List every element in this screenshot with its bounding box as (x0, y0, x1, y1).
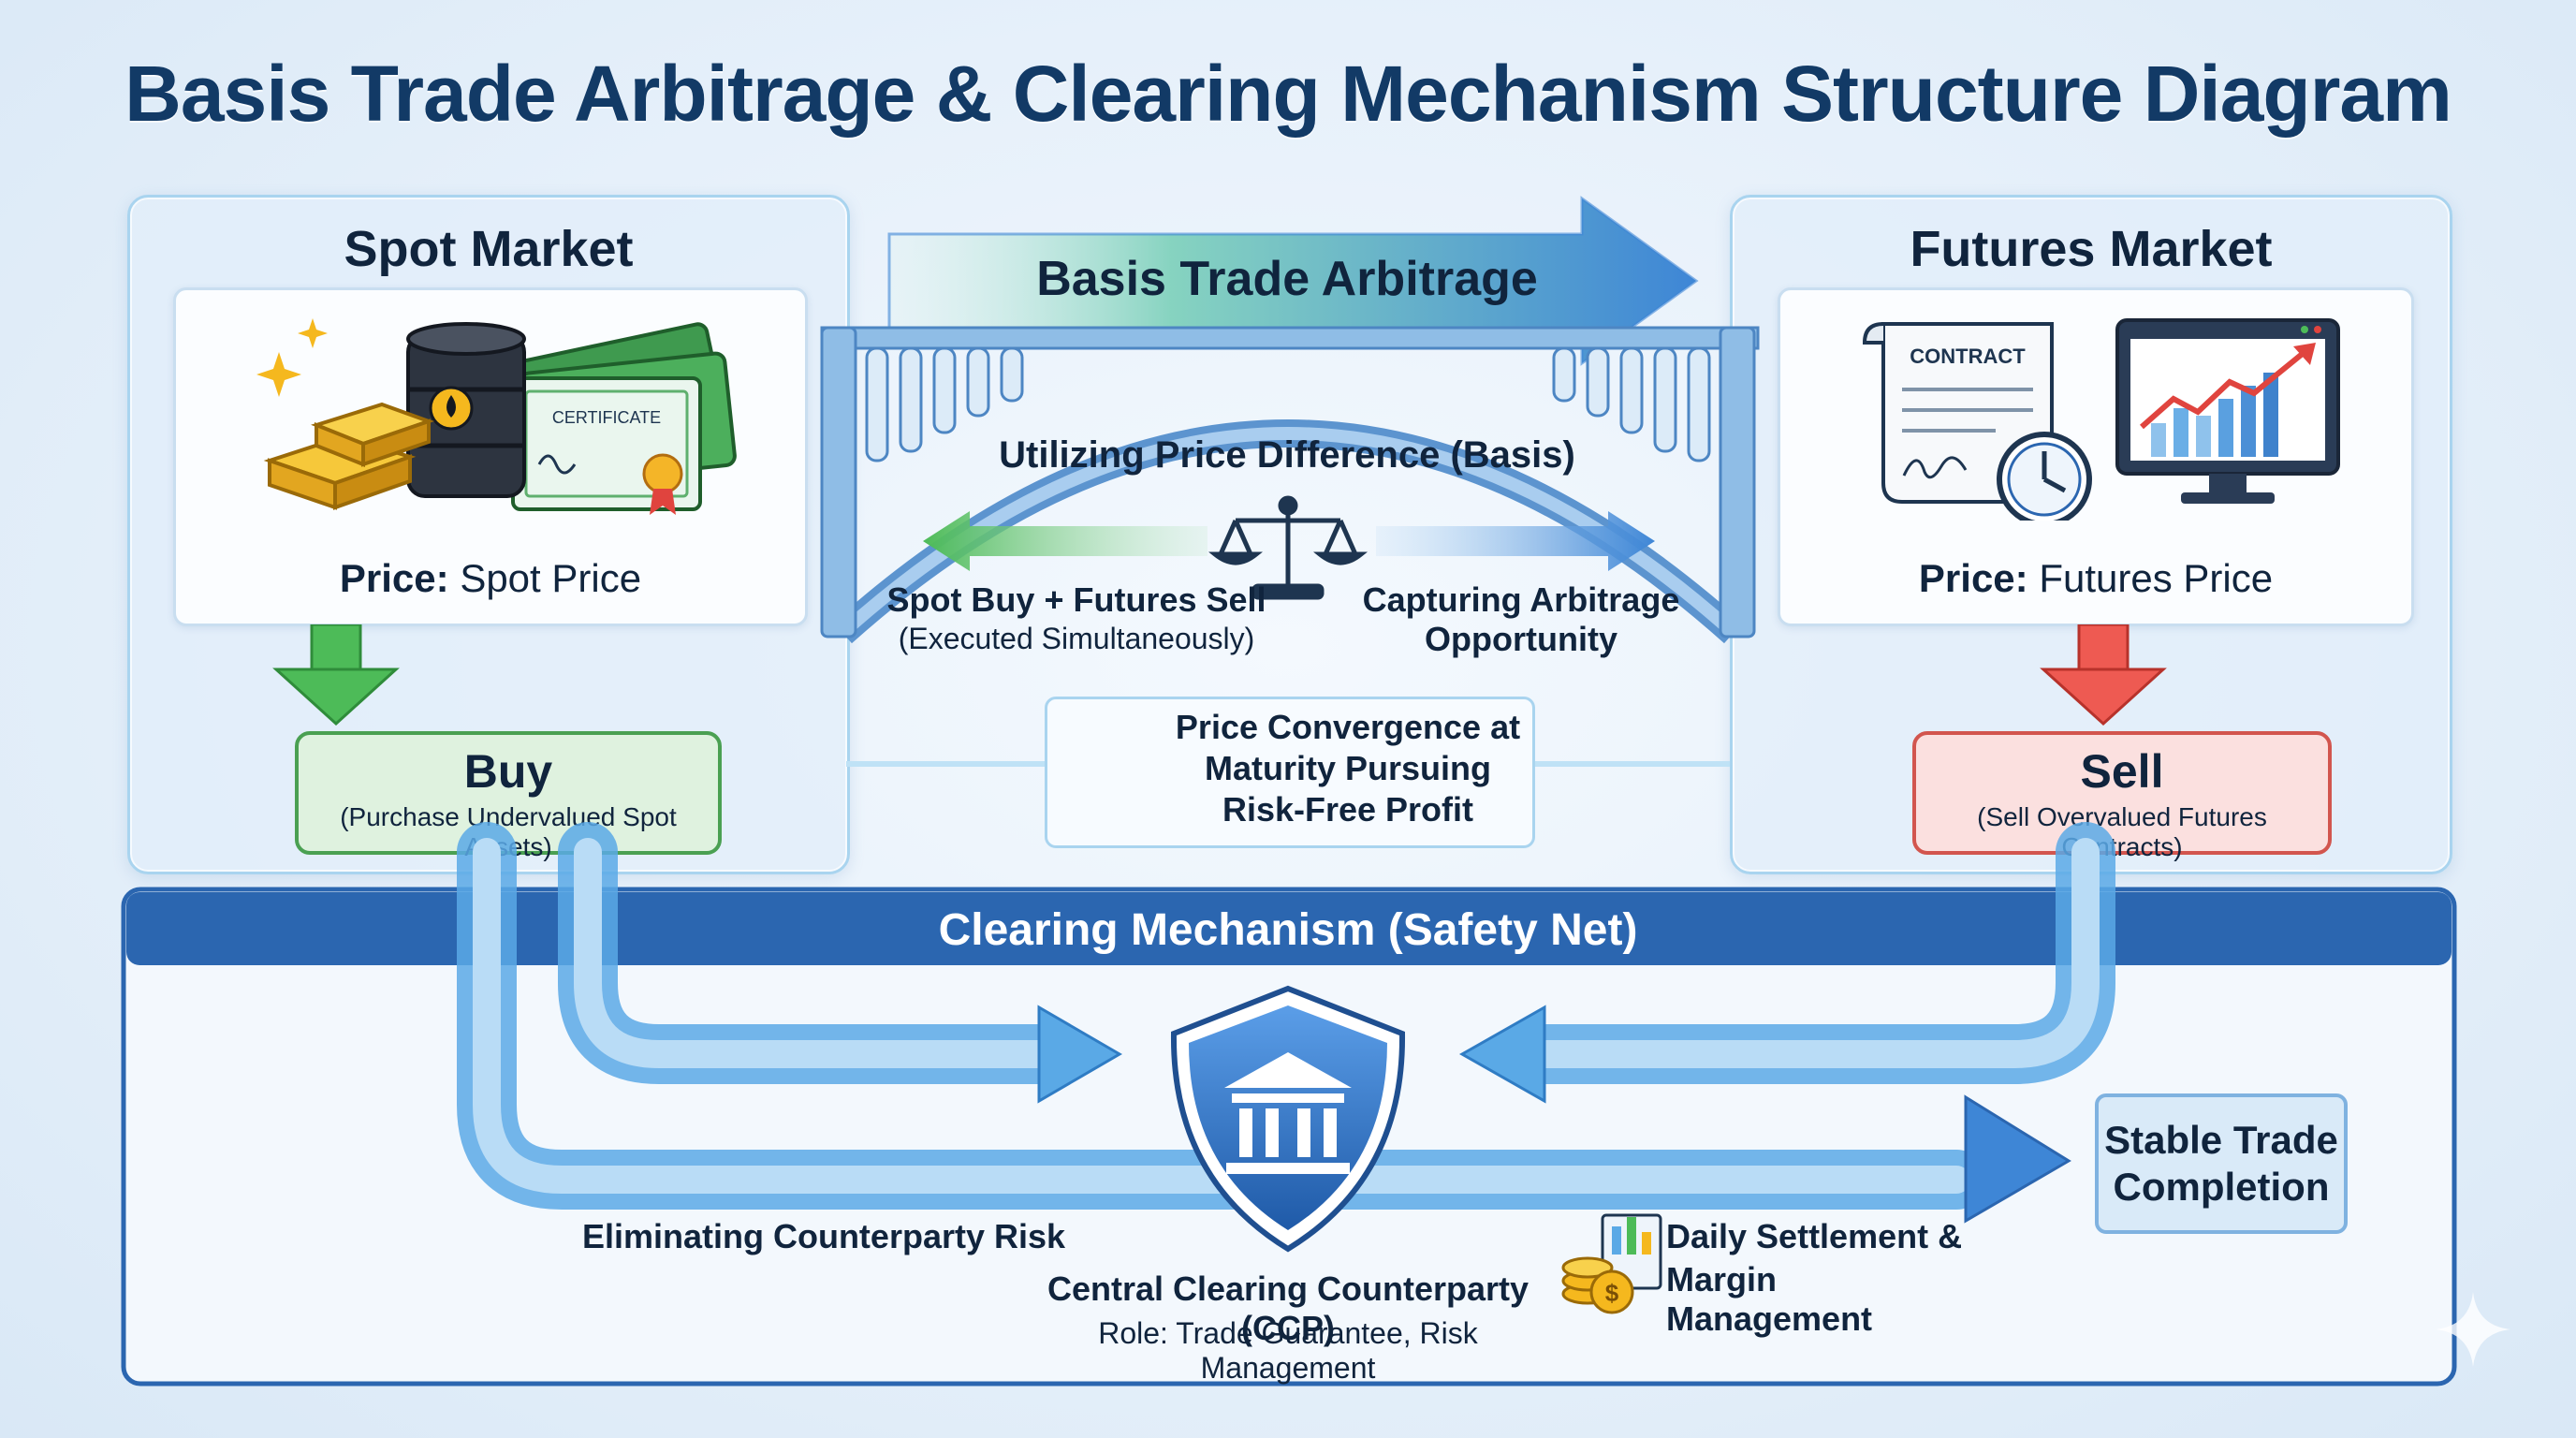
futures-price-label: Price: (1918, 556, 2028, 600)
ccp-shield-icon (1170, 985, 1406, 1253)
capture-arrow (1376, 511, 1655, 571)
basis-label: Utilizing Price Difference (Basis) (999, 434, 1575, 476)
convergence-line-1: Price Convergence at (1175, 708, 1521, 746)
flow-arrowhead-from-futures (1458, 1005, 1546, 1104)
spot-price-value: Spot Price (460, 556, 642, 600)
sell-box: Sell (Sell Overvalued Futures Contracts) (1912, 731, 2332, 861)
margin-management-label: Margin Management (1666, 1260, 1873, 1338)
futures-asset-card: CONTRACT (1778, 287, 2414, 626)
ccp-role-label: Role: Trade Guarantee, Risk Management (1098, 1316, 1478, 1385)
convergence-line-3: Risk-Free Profit (1222, 790, 1474, 829)
contract-label: CONTRACT (1910, 345, 2026, 368)
spot-assets-illustration: CERTIFICATE (256, 318, 737, 515)
stable-trade-completion-box: Stable Trade Completion (2095, 1093, 2348, 1234)
counterparty-risk-label: Eliminating Counterparty Risk (581, 1217, 1066, 1255)
price-convergence-box (1045, 697, 1535, 848)
spot-price-label: Price: (339, 556, 449, 600)
futures-market-panel: Futures Market CONTRACT (1730, 195, 2452, 874)
buy-detail: (Purchase Undervalued Spot Assets) (340, 802, 677, 861)
flow-arrowhead-to-ccp (1037, 1005, 1122, 1104)
completion-line-2: Completion (2113, 1165, 2330, 1209)
opportunity-label: Opportunity (1425, 620, 1617, 658)
executed-simultaneously-label: (Executed Simultaneously) (898, 622, 1255, 655)
futures-illustration: CONTRACT (1862, 318, 2340, 521)
sparkle-icon (256, 318, 328, 397)
daily-settlement-label: Daily Settlement & (1666, 1217, 1963, 1255)
svg-text:$: $ (1605, 1279, 1619, 1307)
diagram-title: Basis Trade Arbitrage & Clearing Mechani… (124, 50, 2452, 138)
futures-market-title: Futures Market (1910, 221, 2273, 277)
completion-line-1: Stable Trade (2104, 1118, 2338, 1162)
spot-market-panel: Spot Market CERTIFICATE (127, 195, 850, 874)
trading-monitor-icon (2115, 318, 2340, 504)
flow-arrowhead-to-completion (1964, 1094, 2071, 1224)
spot-price: Price: Spot Price (176, 556, 805, 601)
balance-scale-icon (1208, 495, 1368, 600)
oil-barrel-icon (406, 322, 526, 498)
certificate-label: CERTIFICATE (552, 408, 661, 427)
sell-arrow-down-icon (2040, 624, 2167, 726)
futures-price-value: Futures Price (2039, 556, 2274, 600)
basis-trade-banner-label: Basis Trade Arbitrage (1036, 252, 1538, 306)
sparkle-watermark-icon (2436, 1292, 2510, 1367)
clock-icon (1997, 432, 2092, 521)
clearing-mechanism-header: Clearing Mechanism (Safety Net) (938, 905, 1638, 955)
spot-buy-futures-sell-label: Spot Buy + Futures Sell (886, 580, 1266, 619)
ccp-label: Central Clearing Counterparty (CCP) (1046, 1269, 1530, 1347)
convergence-line-2: Maturity Pursuing (1204, 749, 1492, 787)
spot-asset-card: CERTIFICATE (173, 287, 808, 626)
capturing-arbitrage-label: Capturing Arbitrage (1362, 580, 1680, 619)
spot-market-title: Spot Market (344, 221, 634, 277)
buy-label: Buy (463, 745, 553, 798)
clearing-header-bar (126, 892, 2452, 965)
flow-pipes (457, 822, 2115, 1210)
futures-price: Price: Futures Price (1780, 556, 2411, 601)
sell-label: Sell (2080, 745, 2164, 798)
settlement-coins-icon: $ (1561, 1213, 1662, 1314)
gold-bars-icon (263, 402, 435, 510)
buy-arrow-down-icon (272, 624, 400, 726)
spot-buy-arrow (923, 511, 1208, 571)
